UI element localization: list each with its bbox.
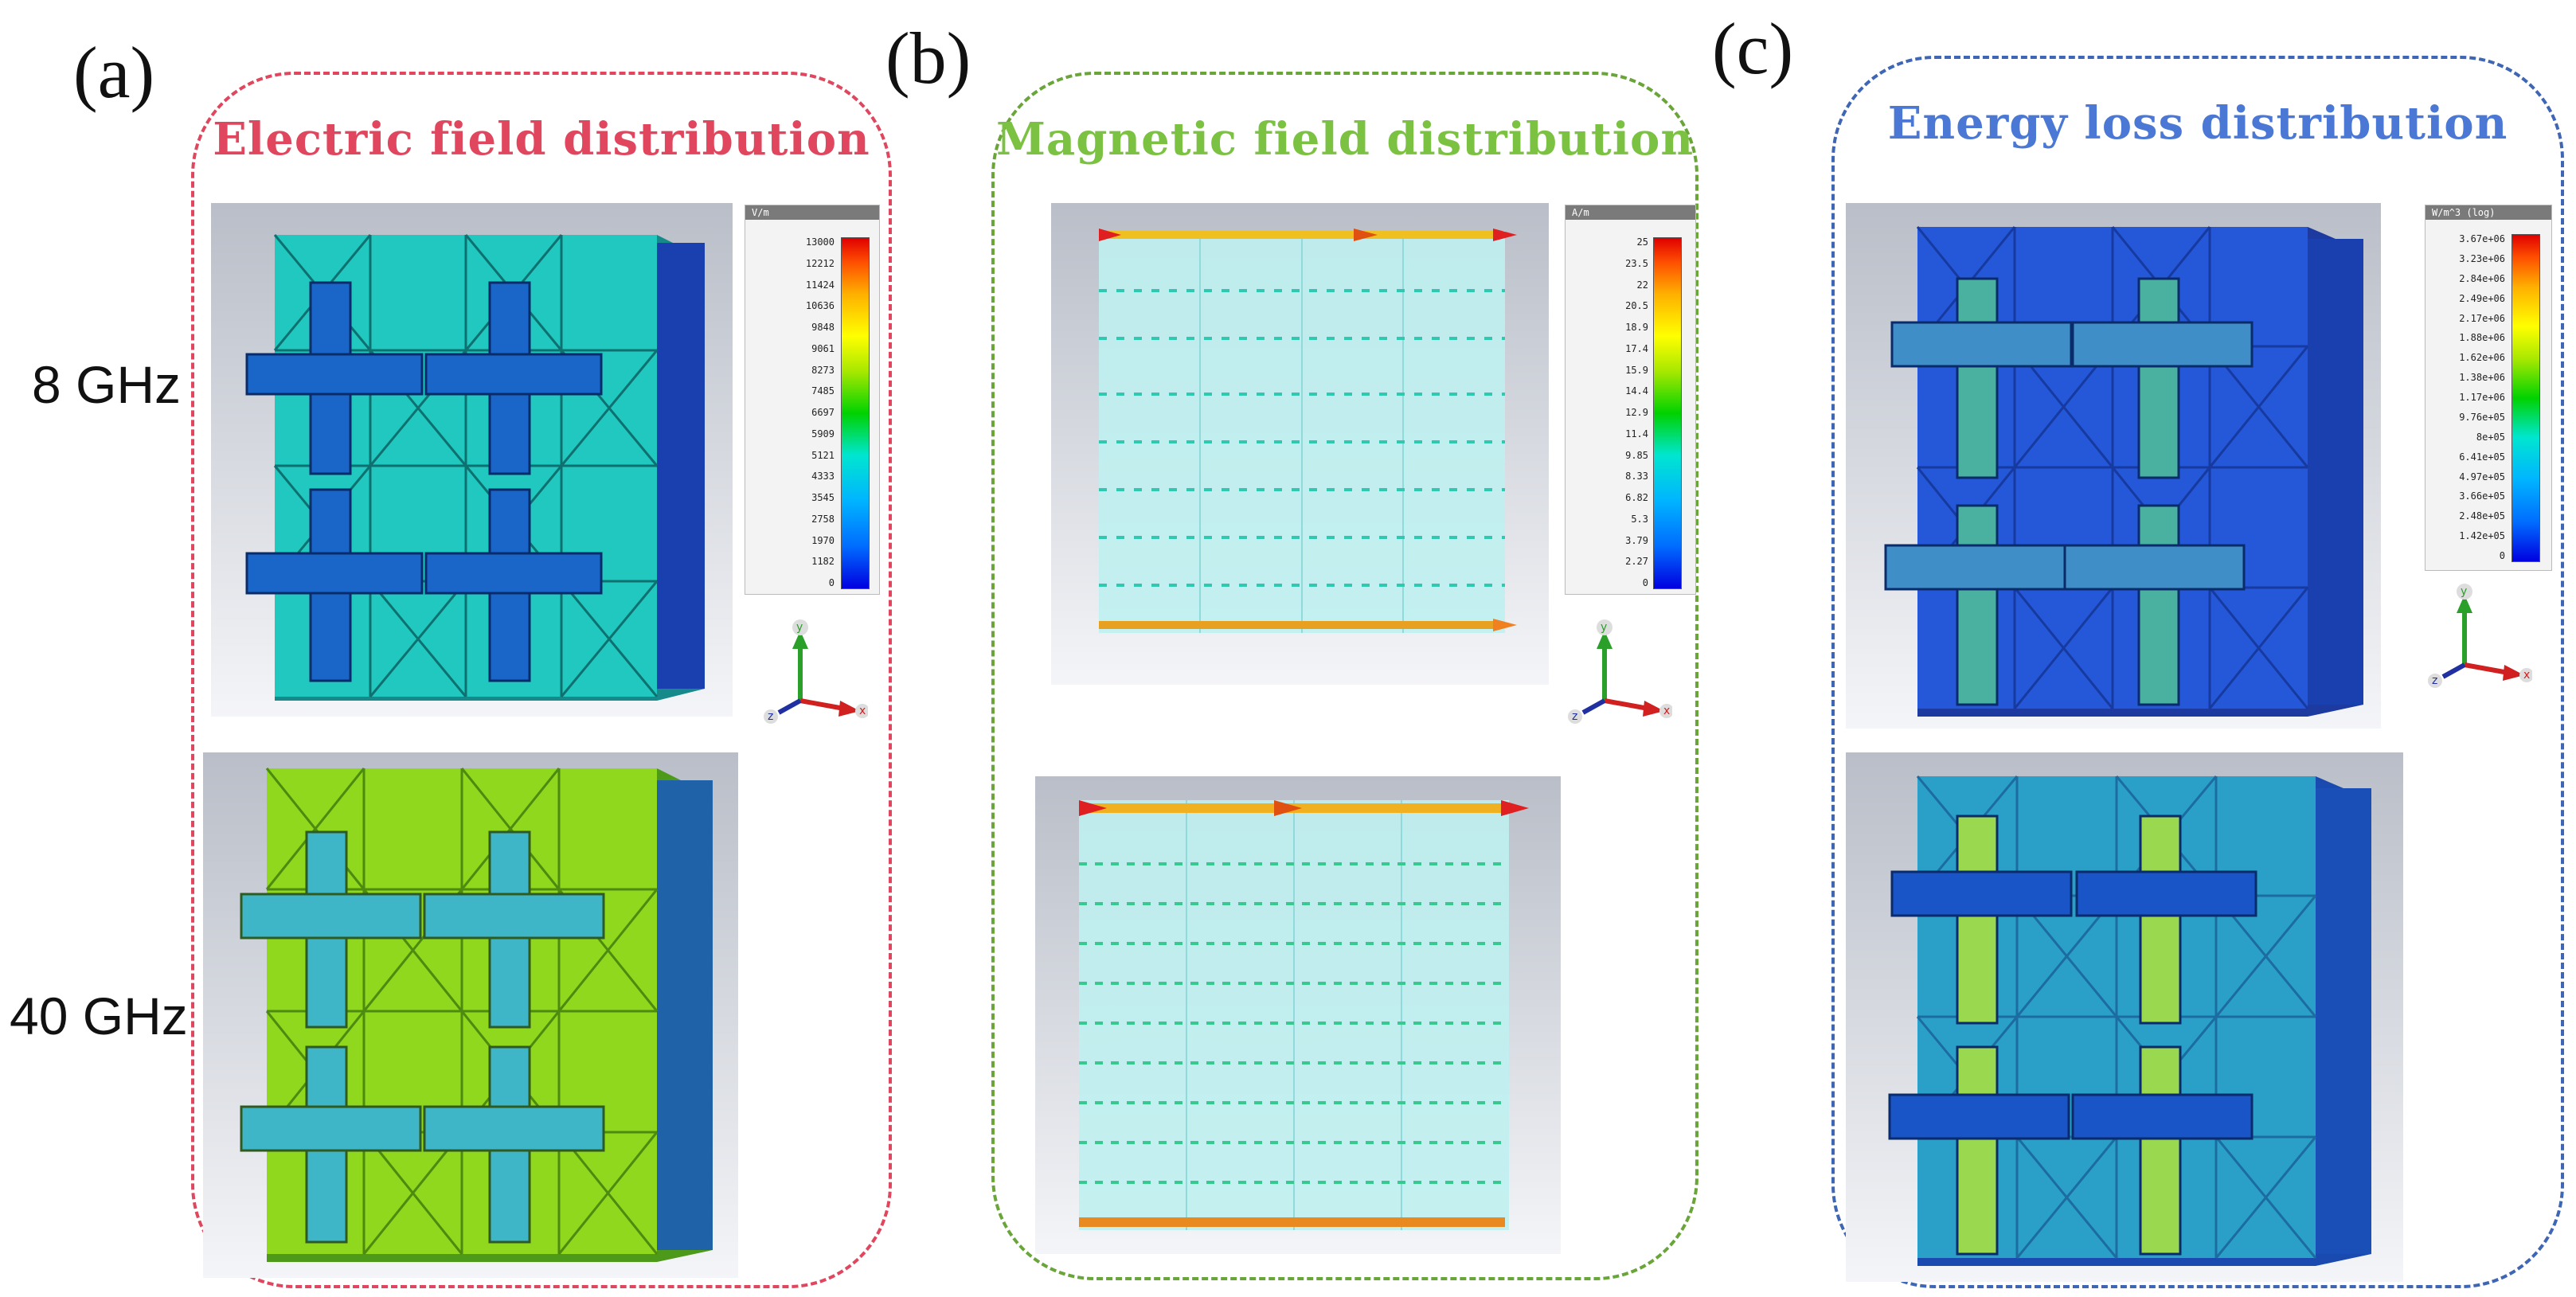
energy-tick-label: 2.49e+06 — [2459, 292, 2505, 304]
magnetic-tick-label: 15.9 — [1625, 364, 1648, 376]
magnetic-tick-label: 11.4 — [1625, 428, 1648, 439]
electric-tick-label: 5909 — [811, 428, 835, 439]
energy-tick-label: 8e+05 — [2476, 431, 2505, 443]
energy-tick-label: 1.62e+06 — [2459, 352, 2505, 364]
energy-tick-label: 1.17e+06 — [2459, 392, 2505, 403]
panel-label-b: (b) — [885, 18, 971, 99]
electric-tick-label: 1970 — [811, 534, 835, 546]
magnetic-field-group: Magnetic field distribution — [991, 72, 1698, 1280]
magnetic-tick-label: 17.4 — [1625, 342, 1648, 354]
energy-loss-group: Energy loss distribution — [1831, 56, 2564, 1288]
electric-tick-label: 0 — [828, 577, 835, 588]
electric-tick-label: 5121 — [811, 449, 835, 461]
energy-loss-title: Energy loss distribution — [1887, 97, 2508, 150]
magnetic-tick-label: 6.82 — [1625, 492, 1648, 503]
energy-tick-label: 3.23e+06 — [2459, 252, 2505, 264]
magnetic-tick-label: 0 — [1642, 577, 1648, 588]
energy-colorbar — [2512, 234, 2540, 562]
magnetic-tick-label: 23.5 — [1625, 257, 1648, 269]
electric-tick-label: 3545 — [811, 492, 835, 503]
axis-y-label: y — [796, 621, 803, 634]
energy-tick-label: 1.42e+05 — [2459, 530, 2505, 542]
freq-label-40ghz: 40 GHz — [10, 986, 188, 1045]
magnetic-tick-label: 12.9 — [1625, 407, 1648, 418]
energy-tick-label: 3.67e+06 — [2459, 233, 2505, 244]
magnetic-tick-label: 18.9 — [1625, 322, 1648, 333]
energy-tick-label: 0 — [2499, 550, 2505, 561]
magnetic-tick-label: 5.3 — [1631, 513, 1648, 525]
electric-tick-label: 8273 — [811, 364, 835, 376]
electric-legend-unit: V/m — [745, 205, 879, 220]
electric-tick-label: 6697 — [811, 407, 835, 418]
magnetic-legend-unit: A/m — [1566, 205, 1695, 220]
energy-tick-label: 1.38e+06 — [2459, 372, 2505, 384]
electric-tick-label: 7485 — [811, 385, 835, 397]
electric-field-legend: V/m 13000 12212 11424 10636 9848 9061 8273 7485… — [745, 205, 880, 595]
electric-tick-label: 2758 — [811, 513, 835, 525]
axis-triad-energy: y x z — [2421, 577, 2534, 689]
electric-field-title: Electric field distribution — [213, 113, 870, 166]
panel-label-c: (c) — [1712, 8, 1794, 89]
electric-8ghz-simulation — [211, 203, 733, 717]
magnetic-tick-label: 9.85 — [1625, 449, 1648, 461]
energy-tick-label: 9.76e+05 — [2459, 411, 2505, 423]
panel-label-a: (a) — [73, 32, 155, 113]
axis-y-label: y — [2461, 585, 2467, 598]
axis-triad-magnetic: y x z — [1561, 613, 1674, 725]
freq-label-8ghz: 8 GHz — [32, 355, 182, 414]
magnetic-field-title: Magnetic field distribution — [995, 113, 1695, 166]
axis-x-label: x — [1663, 705, 1670, 717]
electric-tick-label: 1182 — [811, 556, 835, 568]
energy-tick-label: 2.84e+06 — [2459, 272, 2505, 284]
electric-tick-label: 13000 — [805, 236, 835, 248]
energy-tick-label: 2.48e+05 — [2459, 510, 2505, 522]
magnetic-8ghz-simulation — [1051, 203, 1549, 685]
magnetic-40ghz-simulation — [1035, 776, 1561, 1254]
electric-tick-label: 9848 — [811, 322, 835, 333]
energy-legend-unit: W/m^3 (log) — [2426, 205, 2551, 220]
electric-colorbar — [841, 237, 870, 589]
magnetic-colorbar — [1653, 237, 1682, 589]
electric-tick-label: 12212 — [805, 257, 835, 269]
energy-loss-40ghz-simulation — [1846, 752, 2403, 1282]
energy-tick-label: 6.41e+05 — [2459, 451, 2505, 463]
magnetic-tick-label: 8.33 — [1625, 471, 1648, 482]
energy-loss-8ghz-simulation — [1846, 203, 2381, 729]
magnetic-tick-label: 2.27 — [1625, 556, 1648, 568]
electric-tick-label: 9061 — [811, 342, 835, 354]
energy-tick-label: 1.88e+06 — [2459, 332, 2505, 344]
magnetic-tick-label: 20.5 — [1625, 300, 1648, 312]
axis-y-label: y — [1601, 621, 1607, 634]
magnetic-tick-label: 14.4 — [1625, 385, 1648, 397]
energy-loss-legend: W/m^3 (log) 3.67e+06 3.23e+06 2.84e+06 2.49… — [2425, 205, 2552, 571]
electric-40ghz-simulation — [203, 752, 738, 1278]
magnetic-tick-label: 3.79 — [1625, 534, 1648, 546]
electric-tick-label: 11424 — [805, 279, 835, 291]
magnetic-field-legend: A/m 25 23.5 22 20.5 18.9 17.4 15.9 14.4 12.9 11.4… — [1565, 205, 1696, 595]
axis-x-label: x — [2523, 669, 2530, 682]
axis-z-label: z — [768, 710, 773, 723]
axis-z-label: z — [1572, 710, 1577, 723]
magnetic-tick-label: 22 — [1636, 279, 1648, 291]
energy-tick-label: 2.17e+06 — [2459, 312, 2505, 324]
axis-triad-electric: y x z — [756, 613, 870, 725]
axis-z-label: z — [2432, 674, 2437, 687]
axis-x-label: x — [859, 705, 866, 717]
energy-tick-label: 3.66e+05 — [2459, 490, 2505, 502]
electric-field-group: Electric field distribution — [191, 72, 892, 1288]
magnetic-tick-label: 25 — [1636, 236, 1648, 248]
energy-tick-label: 4.97e+05 — [2459, 471, 2505, 482]
electric-tick-label: 4333 — [811, 471, 835, 482]
electric-tick-label: 10636 — [805, 300, 835, 312]
